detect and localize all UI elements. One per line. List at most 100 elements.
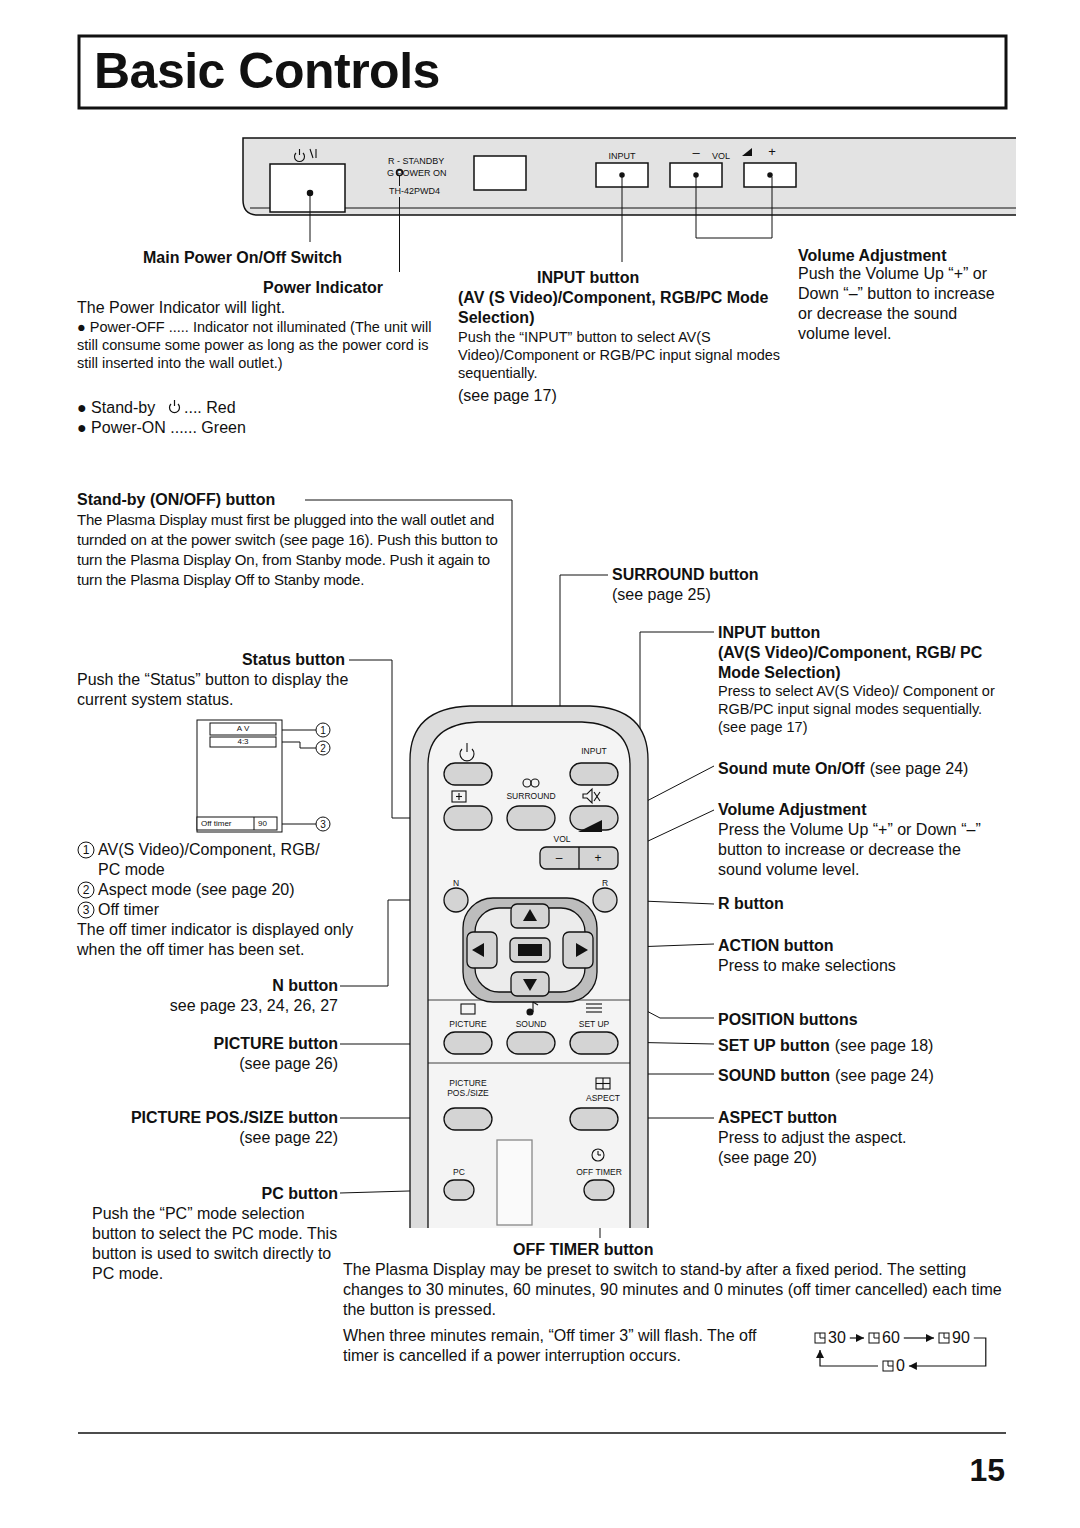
timer-value: 0: [896, 1357, 905, 1375]
timer-value: 60: [882, 1329, 900, 1347]
display-panel: [474, 156, 526, 190]
callout-heading: Volume Adjustment: [718, 800, 866, 820]
remote-control: [452, 791, 466, 802]
panel-label: INPUT: [609, 151, 636, 162]
title-frame: [78, 36, 1006, 1433]
panel-label: –: [692, 146, 699, 159]
callout-text: Press to adjust the aspect. (see page 20…: [718, 1128, 938, 1168]
panel-label: TH-42PWD4: [388, 186, 441, 197]
remote-control: [507, 806, 555, 830]
panel-label: R - STANDBY: [388, 156, 444, 167]
screen-label: 90: [258, 819, 267, 829]
timer-value: 30: [828, 1329, 846, 1347]
remote-control: [466, 743, 467, 752]
timer-value: 90: [952, 1329, 970, 1347]
display-panel: [299, 149, 300, 155]
remote-control: [592, 1149, 604, 1161]
callout-text: ● Power-OFF ..... Indicator not illumina…: [77, 318, 432, 372]
remote-control: [472, 820, 602, 991]
remote-control: [593, 888, 617, 912]
remote-control: [511, 972, 549, 996]
callout-heading: SURROUND button: [612, 565, 759, 585]
remote-control: [586, 1003, 602, 1004]
remote-control: [578, 847, 579, 869]
callout-text: The off timer indicator is displayed onl…: [77, 920, 377, 960]
remote-control: [511, 904, 549, 928]
callout-heading: Volume Adjustment: [798, 246, 946, 266]
timer-step: 30: [812, 1328, 848, 1348]
callout-text: (see page 24): [835, 1066, 934, 1086]
panel-label: +: [768, 145, 776, 158]
callout-text: Push the Volume Up “+” or Down “–” butto…: [798, 264, 1013, 344]
button-label: ASPECT: [586, 1093, 620, 1103]
callout-number: 2: [316, 741, 331, 756]
leader-line: [622, 177, 623, 262]
status-screen: [197, 817, 277, 830]
remote-control: [428, 722, 630, 1228]
button-label: SET UP: [579, 1019, 610, 1029]
button-label: –: [556, 852, 563, 864]
callout-number: 2: [78, 882, 95, 899]
callout-heading: SET UP button: [718, 1036, 830, 1056]
page-title: Basic Controls: [94, 42, 440, 100]
remote-control: [540, 847, 618, 869]
remote-control: [467, 932, 497, 968]
status-screen: [197, 720, 282, 832]
callout-text: (see page 24): [870, 759, 969, 779]
remote-control: [497, 1140, 532, 1225]
remote-control: [578, 820, 602, 832]
timer-icon: [938, 1332, 950, 1344]
remote-control: [444, 763, 492, 785]
remote-control: [533, 1002, 538, 1005]
callout-heading: ASPECT button: [718, 1108, 837, 1128]
button-label: VOL: [553, 834, 570, 844]
remote-control: [586, 1007, 602, 1008]
button-label: R: [602, 878, 608, 888]
remote-control: [594, 792, 600, 801]
timer-step: 90: [936, 1328, 972, 1348]
callout-text: (see page 26): [239, 1054, 338, 1074]
status-screen: [210, 737, 276, 747]
callout-heading: PC button: [262, 1184, 338, 1204]
callout-heading: Main Power On/Off Switch: [143, 248, 342, 268]
remote-control: [596, 1083, 610, 1084]
remote-control: [444, 1180, 474, 1200]
remote-control: [596, 1078, 610, 1089]
remote-control: [428, 1063, 630, 1064]
leader-line: [277, 730, 316, 731]
display-panel: [310, 149, 313, 158]
cycle-arrow: [904, 1337, 934, 1338]
display-panel: [270, 164, 345, 212]
callout-text: Press to make selections: [718, 956, 896, 976]
status-screen: [197, 720, 282, 832]
timer-icon: [814, 1332, 826, 1344]
remote-control: [510, 938, 550, 962]
callout-number: 3: [316, 817, 331, 832]
callout-text: Push the “PC” mode selection button to s…: [92, 1204, 342, 1284]
callout-text: When three minutes remain, “Off timer 3”…: [343, 1326, 783, 1366]
remote-control: [570, 763, 618, 785]
display-panel: [694, 173, 698, 177]
callout-text: Push the “Status” button to display the …: [77, 670, 367, 710]
leader-line: [310, 193, 311, 242]
callout-heading: (AV(S Video)/Component, RGB/ PC Mode Sel…: [718, 643, 1003, 683]
remote-control: [570, 1108, 618, 1130]
callout-text: (see page 25): [612, 585, 711, 605]
page-number: 15: [969, 1452, 1005, 1488]
screen-label: 4:3: [237, 737, 248, 747]
power-symbol: [174, 400, 175, 406]
cycle-arrow: [850, 1337, 864, 1338]
remote-control: [586, 1011, 602, 1012]
remote-control: [523, 779, 531, 787]
timer-icon: [882, 1360, 894, 1372]
remote-control: [584, 1180, 614, 1200]
timer-step: 0: [880, 1356, 907, 1376]
status-screen: [254, 817, 255, 830]
remote-control: [594, 792, 600, 801]
callout-text: ● Power-ON ...... Green: [77, 418, 246, 438]
callout-number: 3: [78, 902, 95, 919]
panel-label: G POWER ON: [387, 168, 447, 179]
callout-heading: SOUND button: [718, 1066, 830, 1086]
remote-control: [583, 789, 592, 803]
callout-text: (see page 18): [835, 1036, 934, 1056]
